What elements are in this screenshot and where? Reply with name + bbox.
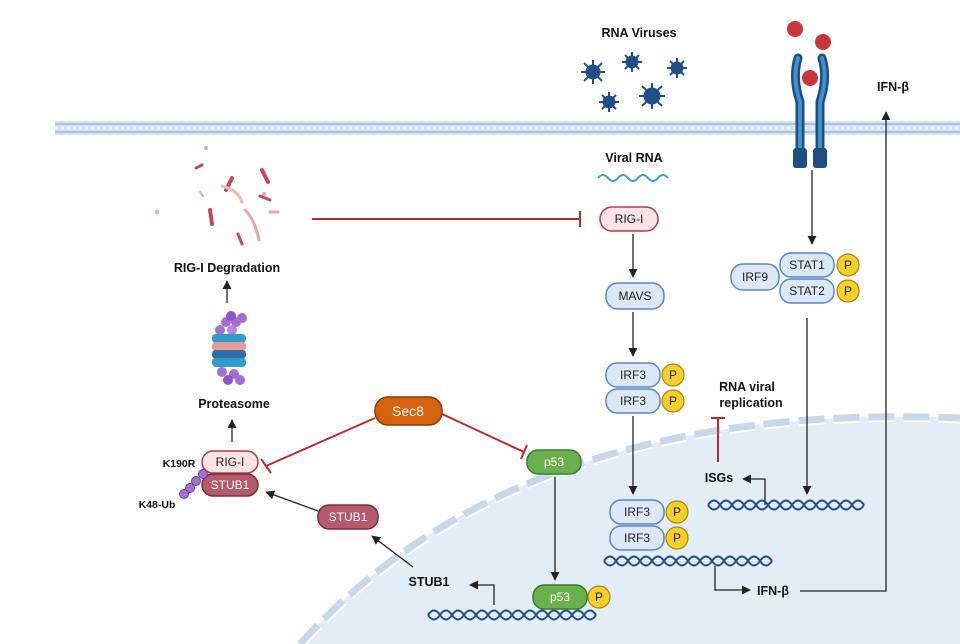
ifn-ligand-icon: [787, 21, 803, 37]
ubiquitin-chain-icon: [179, 469, 208, 499]
ifn-ligand-icon: [815, 34, 831, 50]
sec8-node: [374, 396, 443, 426]
irf3-node: [605, 362, 661, 388]
svg-text:P: P: [844, 258, 852, 272]
phospho-badge: [661, 389, 685, 413]
phospho-badge: [665, 526, 689, 550]
rig-i-degradation-label: RIG-I Degradation: [174, 261, 280, 275]
p53-node: [526, 449, 582, 475]
stat2-node: [779, 278, 835, 304]
p53-nuclear-node: [532, 584, 588, 610]
virus-icon: [667, 58, 687, 78]
svg-text:IRF3: IRF3: [620, 394, 646, 408]
svg-text:P: P: [669, 368, 677, 382]
rna-viruses-label: RNA Viruses: [601, 26, 676, 40]
stub1-gene-label: STUB1: [409, 575, 450, 589]
svg-text:p53: p53: [544, 455, 564, 469]
virus-icon: [639, 83, 665, 109]
svg-text:RIG-I: RIG-I: [615, 212, 644, 226]
ifn-receptor-icon: [790, 53, 830, 168]
rig-i-complex-node: [201, 450, 259, 474]
virus-icon: [599, 92, 619, 112]
svg-text:MAVS: MAVS: [618, 289, 651, 303]
viral-rna-strand-icon: [597, 174, 669, 182]
replication-label: replication: [719, 396, 782, 410]
svg-text:IRF3: IRF3: [620, 368, 646, 382]
svg-text:STAT2: STAT2: [789, 284, 825, 298]
svg-text:IRF9: IRF9: [742, 270, 768, 284]
irf3-node: [605, 388, 661, 414]
svg-text:STUB1: STUB1: [329, 510, 368, 524]
mavs-node: [605, 282, 665, 310]
cell-membrane: [55, 121, 960, 135]
virus-icon: [622, 52, 642, 72]
proteasome-icon: [212, 311, 247, 385]
irf3-nuclear-node: [609, 525, 665, 551]
k48-ub-label: K48-Ub: [139, 499, 176, 511]
virus-icon: [581, 60, 605, 84]
rig-i-fragments-icon: [155, 146, 280, 246]
ifn-beta-bottom-label: IFN-β: [757, 584, 789, 598]
svg-text:P: P: [673, 531, 681, 545]
svg-text:P: P: [844, 284, 852, 298]
dna-stub1-icon: [427, 609, 597, 621]
phospho-badge: [836, 279, 860, 303]
dna-isg-icon: [707, 499, 865, 511]
svg-text:STUB1: STUB1: [211, 478, 250, 492]
dna-ifnb-icon: [603, 555, 773, 567]
stub1-complex-node: [201, 473, 259, 497]
proteasome-label: Proteasome: [198, 397, 270, 411]
svg-text:STAT1: STAT1: [789, 258, 825, 272]
virus-icons: [581, 52, 687, 112]
irf3-nuclear-node: [609, 499, 665, 525]
svg-text:IRF3: IRF3: [624, 531, 650, 545]
phospho-badge: [665, 500, 689, 524]
stub1-node: [317, 504, 379, 530]
rig-i-node: [599, 206, 659, 232]
rna-viral-label: RNA viral: [719, 380, 775, 394]
isgs-label: ISGs: [705, 471, 734, 485]
viral-rna-label: Viral RNA: [605, 151, 662, 165]
ifn-ligand-icon: [802, 70, 818, 86]
svg-text:p53: p53: [550, 590, 570, 604]
ifn-beta-top-label: IFN-β: [877, 80, 909, 94]
phospho-badge: [661, 363, 685, 387]
stat1-node: [779, 252, 835, 278]
svg-text:IRF3: IRF3: [624, 505, 650, 519]
svg-text:P: P: [669, 394, 677, 408]
phospho-badge: [587, 585, 611, 609]
irf9-node: [730, 263, 780, 291]
svg-text:P: P: [595, 590, 603, 604]
svg-text:P: P: [673, 505, 681, 519]
k190r-label: K190R: [163, 458, 196, 470]
sec8-label: Sec8: [392, 403, 424, 419]
svg-text:RIG-I: RIG-I: [216, 455, 245, 469]
phospho-badge: [836, 253, 860, 277]
